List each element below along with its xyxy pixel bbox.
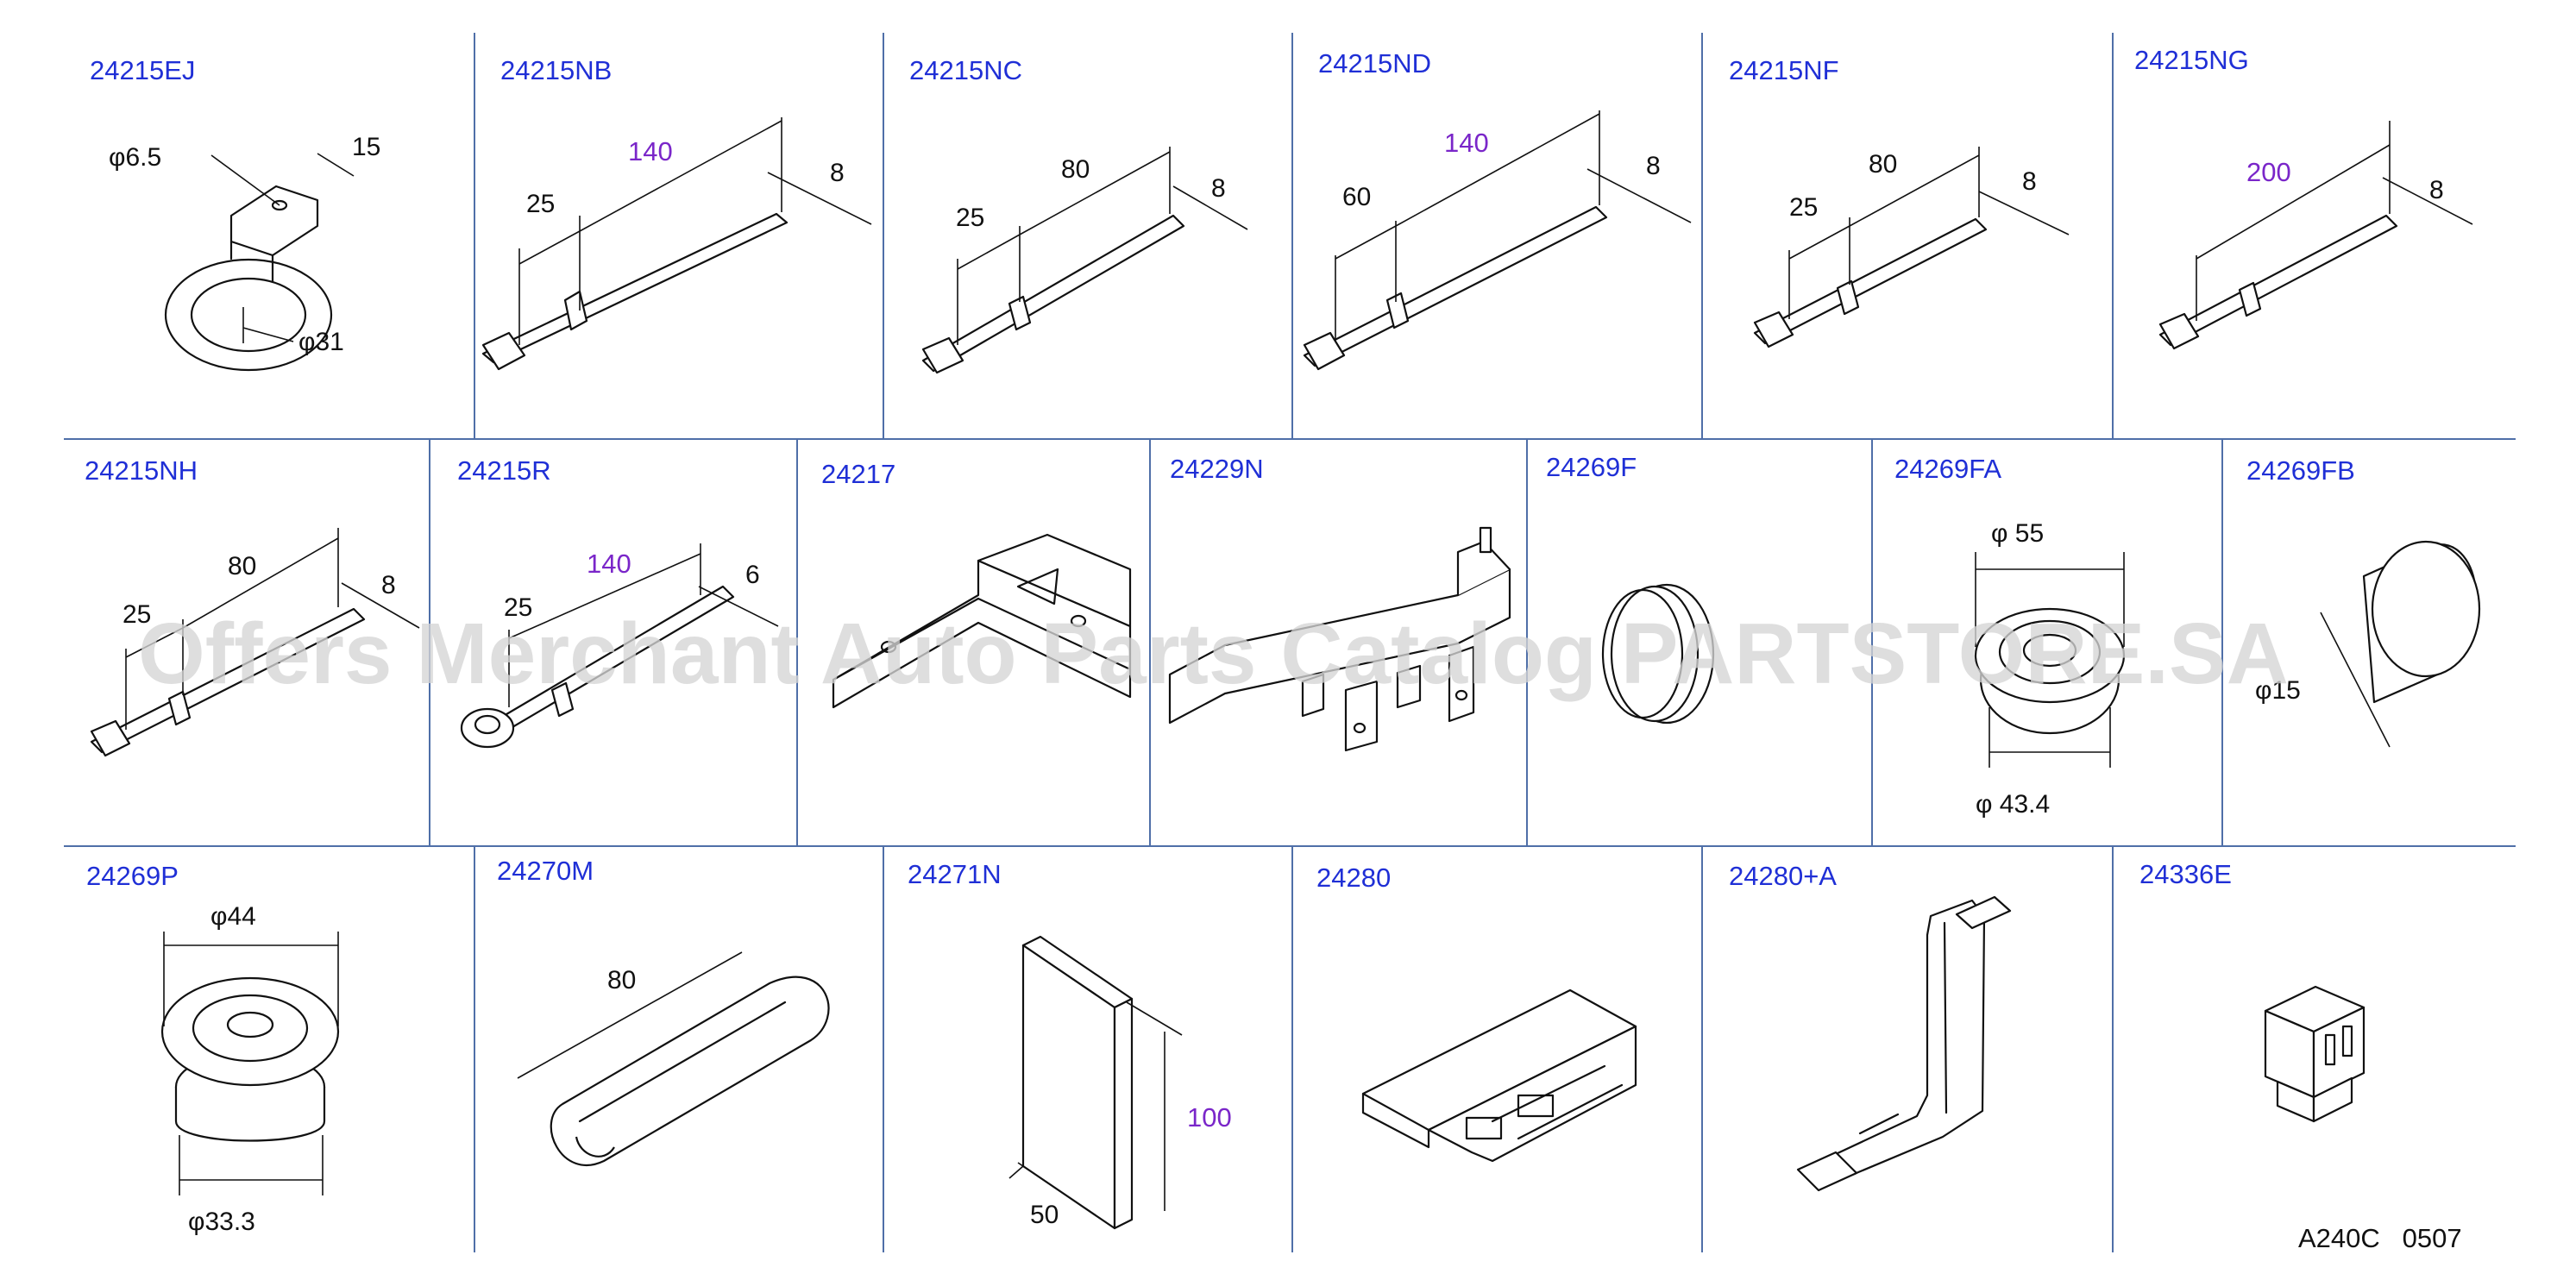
plug-drawing	[2320, 540, 2481, 748]
dim-label: φ33.3	[188, 1208, 255, 1236]
dim-label: 15	[352, 133, 380, 161]
bracket-drawing	[1168, 526, 1511, 752]
part-cell-24270M[interactable]: 24270M 80	[497, 856, 830, 1167]
dim-label: 8	[1646, 152, 1661, 180]
dim-label: 8	[830, 159, 845, 187]
part-cell-24215EJ[interactable]: 24215EJ φ6.5 15 φ31	[90, 55, 380, 372]
dim-label: φ31	[298, 328, 344, 356]
part-code: 24280	[1316, 863, 1391, 893]
grommet-drawing	[1601, 583, 1715, 725]
relay-drawing	[2264, 985, 2366, 1123]
pad-drawing	[1008, 935, 1183, 1230]
reference-code: A240C 0507	[2298, 1223, 2462, 1253]
dim-label: φ6.5	[109, 143, 161, 172]
cable-tie-drawing	[1303, 110, 1692, 371]
part-code: 24217	[821, 459, 895, 489]
grid	[64, 33, 2516, 1252]
part-code: 24215NB	[500, 55, 612, 85]
bracket-drawing	[832, 533, 1132, 709]
part-cell-24215ND[interactable]: 24215ND 140 60 8	[1303, 48, 1692, 371]
dim-label: 25	[1789, 193, 1818, 222]
edging-drawing	[517, 951, 830, 1167]
part-code: 24229N	[1170, 454, 1264, 484]
part-code: 24271N	[908, 859, 1002, 889]
part-cell-24215NH[interactable]: 24215NH 80 25 8	[85, 455, 420, 757]
part-cell-24271N[interactable]: 24271N 100 50	[908, 859, 1232, 1230]
dim-label: φ 43.4	[1976, 790, 2050, 819]
watermark-text: Offers Merchant Auto Parts Catalog PARTS…	[138, 605, 2289, 702]
dim-label: 200	[2246, 157, 2291, 187]
dim-label: 80	[607, 966, 636, 995]
part-cell-24217[interactable]: 24217	[821, 459, 1132, 709]
part-code: 24269FB	[2246, 455, 2355, 486]
part-cell-24215NC[interactable]: 24215NC 80 25 8	[909, 55, 1248, 374]
dim-label: 80	[1061, 155, 1090, 184]
part-code: 24215R	[457, 455, 551, 486]
dim-label: 50	[1030, 1201, 1059, 1229]
part-code: 24280+A	[1729, 861, 1837, 891]
part-cell-24336E[interactable]: 24336E	[2139, 859, 2366, 1123]
part-cell-24215NF[interactable]: 24215NF 80 25 8	[1729, 55, 2070, 348]
dim-label: 60	[1342, 183, 1371, 211]
dim-label: 8	[2429, 176, 2444, 204]
dim-label: 8	[381, 571, 396, 599]
cable-tie-drawing	[460, 543, 779, 749]
cable-tie-drawing	[90, 528, 420, 757]
dim-label: 100	[1187, 1102, 1232, 1133]
dim-label: 140	[628, 136, 673, 166]
part-cell-24269FB[interactable]: 24269FB φ15	[2246, 455, 2481, 748]
part-code: 24215ND	[1318, 48, 1431, 78]
part-code: 24269FA	[1894, 454, 2001, 484]
dim-label: φ 55	[1991, 519, 2044, 548]
part-code: 24269P	[86, 861, 179, 891]
part-cell-24280plusA[interactable]: 24280+A	[1729, 861, 2012, 1192]
part-cell-24269FA[interactable]: 24269FA φ 55 φ 43.4	[1894, 454, 2126, 819]
dim-label: 80	[228, 552, 256, 580]
part-cell-24215NG[interactable]: 24215NG 200 8	[2134, 45, 2473, 350]
dim-label: φ44	[210, 902, 256, 931]
part-code: 24270M	[497, 856, 594, 886]
grommet-drawing	[160, 932, 340, 1195]
part-code: 24336E	[2139, 859, 2232, 889]
cable-tie-drawing	[921, 147, 1248, 374]
dim-label: 25	[526, 190, 555, 218]
part-cell-24215R[interactable]: 24215R 140 25 6	[457, 455, 779, 749]
part-cell-24269P[interactable]: 24269P φ44 φ33.3	[86, 861, 340, 1236]
part-code: 24215NH	[85, 455, 198, 486]
cable-tie-drawing	[481, 117, 872, 371]
part-code: 24215NF	[1729, 55, 1839, 85]
dim-label: 140	[1444, 128, 1489, 158]
dim-label: 8	[1211, 174, 1226, 203]
clamp-drawing	[164, 153, 355, 372]
part-code: 24215EJ	[90, 55, 195, 85]
dim-label: 25	[123, 600, 151, 629]
part-code: 24269F	[1546, 452, 1637, 482]
grommet-drawing	[1974, 552, 2126, 768]
bracket-drawing	[1796, 895, 2012, 1192]
part-code: 24215NC	[909, 55, 1022, 85]
dim-label: 140	[587, 549, 631, 579]
dim-label: 80	[1869, 150, 1897, 179]
relay-box-drawing	[1361, 988, 1637, 1163]
dim-label: 25	[504, 593, 532, 622]
part-cell-24229N[interactable]: 24229N	[1168, 454, 1511, 752]
part-cell-24215NB[interactable]: 24215NB 140 25 8	[481, 55, 872, 371]
part-cell-24280[interactable]: 24280	[1316, 863, 1637, 1163]
dim-label: 25	[956, 204, 984, 232]
dim-label: 8	[2022, 167, 2037, 196]
cable-tie-drawing	[2158, 121, 2473, 350]
dim-label: 6	[745, 561, 760, 589]
cable-tie-drawing	[1753, 147, 2070, 348]
dim-label: φ15	[2255, 676, 2301, 705]
part-cell-24269F[interactable]: 24269F	[1546, 452, 1715, 725]
part-code: 24215NG	[2134, 45, 2249, 75]
